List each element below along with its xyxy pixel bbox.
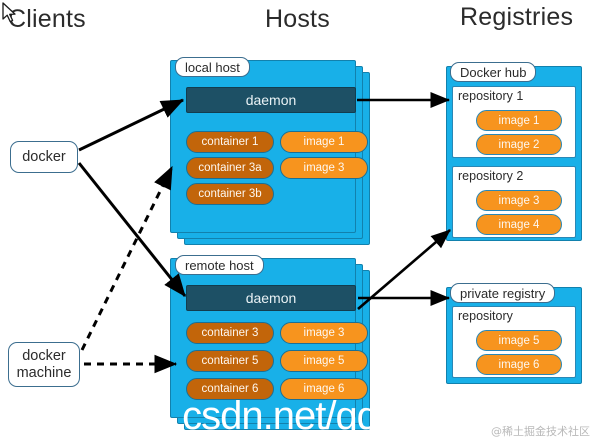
image-pill-label: image 1: [303, 136, 345, 148]
mouse-cursor-icon: [2, 2, 16, 23]
daemon-bar-local: daemon: [186, 87, 356, 113]
column-title-registries: Registries: [460, 3, 574, 31]
container-pill-label: container 3b: [198, 188, 262, 200]
container-pill: container 5: [186, 350, 274, 372]
image-pill: image 4: [476, 214, 562, 235]
container-pill-label: container 1: [201, 136, 259, 148]
repository-label: repository 1: [458, 89, 524, 103]
image-pill-label: image 1: [498, 114, 540, 127]
column-title-hosts: Hosts: [265, 5, 330, 33]
client-box-docker[interactable]: docker: [10, 141, 78, 173]
column-title-clients: Clients: [8, 5, 86, 33]
image-pill: image 5: [476, 330, 562, 351]
client-docker-machine-label-line1: docker: [22, 348, 66, 365]
image-pill-label: image 3: [303, 327, 345, 339]
registry-tab-docker-hub-label: Docker hub: [460, 64, 527, 80]
image-pill-label: image 4: [498, 218, 540, 231]
container-pill: container 1: [186, 131, 274, 153]
arrow-docker-machine-to-local-host: [80, 165, 174, 351]
image-pill: image 3: [280, 322, 368, 344]
image-pill-label: image 6: [498, 358, 540, 371]
host-tab-local: local host: [175, 57, 250, 77]
repository-label: repository: [458, 309, 513, 323]
image-pill: image 1: [476, 110, 562, 131]
daemon-remote-label: daemon: [245, 290, 297, 306]
image-pill-label: image 3: [498, 194, 540, 207]
client-docker-machine-label-line2: machine: [16, 364, 72, 381]
image-pill: image 2: [476, 134, 562, 155]
watermark-csdn: .csdn.net/qq: [172, 394, 379, 438]
repository-label: repository 2: [458, 169, 524, 183]
arrow-docker-to-local-daemon: [78, 98, 185, 152]
client-docker-label: docker: [22, 148, 66, 165]
host-tab-remote: remote host: [175, 255, 264, 275]
image-pill: image 3: [476, 190, 562, 211]
registry-tab-docker-hub: Docker hub: [450, 62, 537, 82]
container-pill: container 3: [186, 322, 274, 344]
daemon-bar-remote: daemon: [186, 285, 356, 311]
container-pill-label: container 3: [201, 327, 259, 339]
daemon-local-label: daemon: [245, 92, 297, 108]
image-pill: image 6: [476, 354, 562, 375]
container-pill-label: container 3a: [198, 162, 262, 174]
image-pill: image 3: [280, 157, 368, 179]
arrow-remote-daemon-to-repository-2: [357, 229, 451, 310]
image-pill-label: image 2: [498, 138, 540, 151]
image-pill: image 6: [280, 378, 368, 400]
container-pill: container 3b: [186, 183, 274, 205]
client-docker-machine-label: docker machine: [17, 348, 72, 380]
image-pill-label: image 6: [303, 383, 345, 395]
host-tab-remote-label: remote host: [185, 257, 254, 273]
container-pill-label: container 5: [201, 355, 259, 367]
registry-tab-private: private registry: [450, 283, 556, 303]
container-pill: container 6: [186, 378, 274, 400]
container-pill-label: container 6: [201, 383, 259, 395]
image-pill-label: image 5: [498, 334, 540, 347]
image-pill: image 5: [280, 350, 368, 372]
registry-tab-private-label: private registry: [460, 285, 546, 301]
host-tab-local-label: local host: [185, 59, 240, 75]
client-box-docker-machine[interactable]: docker machine: [8, 342, 80, 387]
watermark-juejin: @稀土掘金技术社区: [491, 425, 590, 438]
image-pill-label: image 5: [303, 355, 345, 367]
image-pill-label: image 3: [303, 162, 345, 174]
image-pill: image 1: [280, 131, 368, 153]
container-pill: container 3a: [186, 157, 274, 179]
